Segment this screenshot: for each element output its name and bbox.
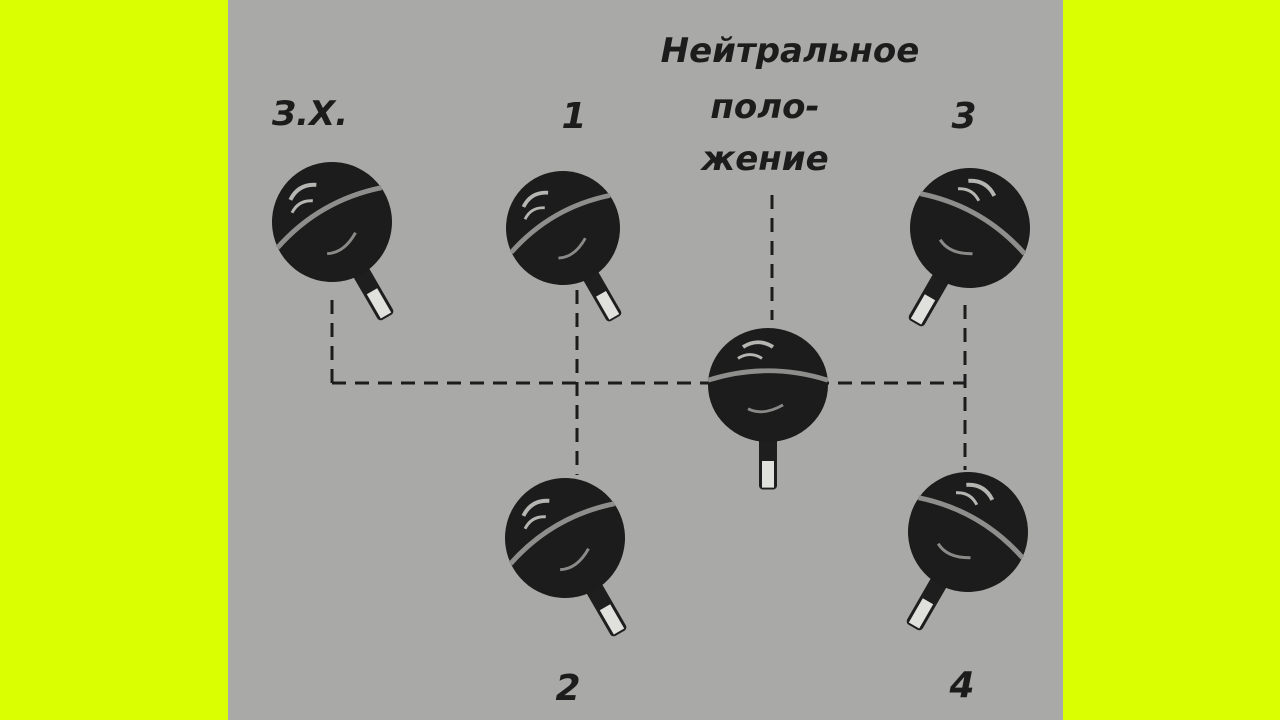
label-neutral-line2: поло- (710, 87, 819, 127)
label-gear-1: 1 (561, 96, 586, 137)
label-gear-4: 4 (948, 665, 974, 706)
label-gear-2: 2 (555, 668, 580, 709)
knob-gear-4 (861, 450, 1050, 657)
knob-neutral (708, 328, 828, 490)
knob-gear-2 (483, 456, 672, 663)
shift-pattern-lines (330, 195, 967, 475)
label-reverse: З.Х. (271, 94, 348, 134)
label-gear-3: 3 (951, 96, 976, 137)
label-neutral-line3: жение (699, 139, 828, 179)
knob-reverse (250, 140, 439, 347)
knob-gear-3 (863, 146, 1052, 353)
knob-gear-1 (485, 150, 664, 347)
label-neutral-line1: Нейтральное (661, 31, 920, 71)
